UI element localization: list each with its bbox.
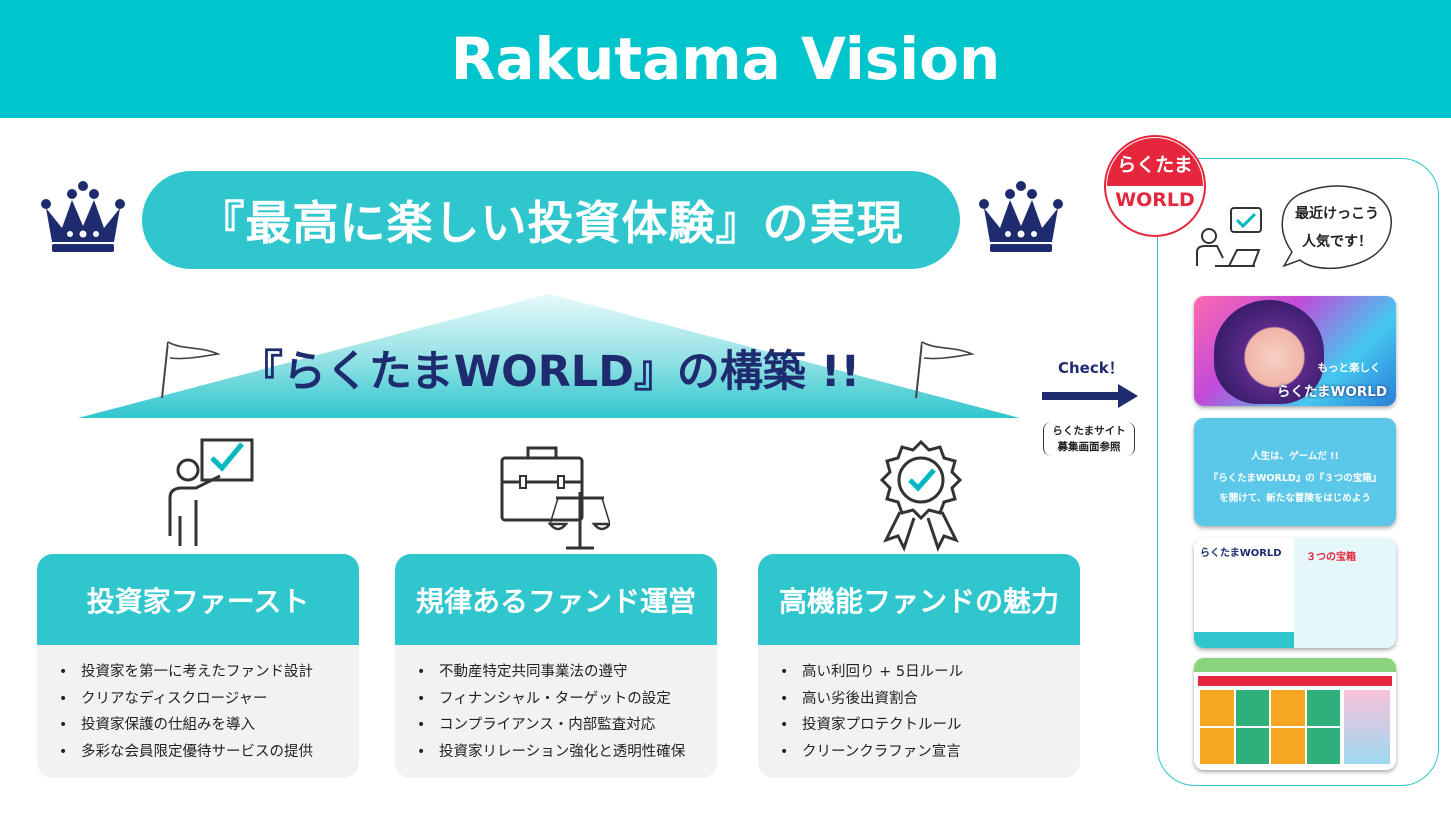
list-item: コンプライアンス・内部監査対応	[417, 712, 717, 739]
bubble-line: 人気です！	[1302, 234, 1372, 250]
promo-line: を開けて、新たな冒険をはじめよう	[1219, 493, 1371, 504]
pillar-card: 高機能ファンドの魅力 高い利回り + 5日ルール 高い劣後出資割合 投資家プロテ…	[758, 554, 1080, 778]
list-item: フィナンシャル・ターゲットの設定	[417, 686, 717, 713]
promo-header-bar	[1194, 658, 1396, 672]
vision-banner: 『最高に楽しい投資体験』の実現	[142, 171, 960, 269]
anime-girl-illustration	[1214, 300, 1324, 404]
speech-bubble	[1281, 185, 1392, 270]
promo-card[interactable]	[1194, 658, 1396, 770]
promo-card[interactable]: らくたまWORLD ３つの宝箱	[1194, 538, 1396, 648]
pillar-list: 高い利回り + 5日ルール 高い劣後出資割合 投資家プロテクトルール クリーンク…	[758, 645, 1080, 765]
promo-stripe	[1194, 632, 1294, 648]
benefit-tile	[1235, 728, 1269, 764]
arrow-right-icon	[1042, 384, 1138, 408]
pillar-title: 投資家ファースト	[37, 554, 359, 645]
promo-subtitle: もっと楽しく	[1317, 362, 1381, 374]
list-item: クリーンクラファン宣言	[780, 739, 1080, 766]
list-item: 投資家プロテクトルール	[780, 712, 1080, 739]
flag-icon	[915, 341, 975, 399]
check-label: Check！	[1058, 359, 1124, 377]
benefit-tile	[1200, 728, 1234, 764]
award-badge-icon	[879, 439, 963, 552]
person-checkmark-icon	[168, 438, 254, 546]
bubble-line: 最近けっこう	[1295, 206, 1379, 222]
logo-top-text: らくたま	[1107, 138, 1203, 186]
pillar-title: 規律あるファンド運営	[395, 554, 717, 645]
site-note-line: らくたまサイト	[1052, 425, 1126, 437]
benefit-tile	[1306, 690, 1340, 726]
bubble-text: 最近けっこう 人気です！	[1278, 200, 1396, 256]
promo-line: 『らくたまWORLD』の『３つの宝箱』	[1208, 473, 1382, 484]
mountain-shape	[78, 294, 1020, 418]
logo-bottom-text: WORLD	[1115, 189, 1195, 211]
promo-right-title: ３つの宝箱	[1306, 552, 1356, 563]
benefit-tile	[1271, 690, 1305, 726]
list-item: 高い利回り + 5日ルール	[780, 659, 1080, 686]
promo-left	[1194, 538, 1294, 648]
list-item: 多彩な会員限定優待サービスの提供	[59, 739, 359, 766]
promo-right	[1294, 538, 1396, 648]
benefit-tile	[1200, 690, 1234, 726]
flag-icon	[161, 341, 221, 399]
promo-title: らくたまWORLD	[1200, 548, 1282, 559]
pillar-title: 高機能ファンドの魅力	[758, 554, 1080, 645]
anime-illustration	[1344, 690, 1390, 764]
benefit-tile	[1271, 728, 1305, 764]
list-item: 高い劣後出資割合	[780, 686, 1080, 713]
header-bar: Rakutama Vision	[0, 0, 1451, 118]
promo-title: らくたまWORLD	[1276, 384, 1388, 400]
list-item: クリアなディスクロージャー	[59, 686, 359, 713]
pillar-card: 投資家ファースト 投資家を第一に考えたファンド設計 クリアなディスクロージャー …	[37, 554, 359, 778]
rakutama-world-logo: らくたま WORLD	[1104, 135, 1206, 237]
site-note-line: 募集画面参照	[1057, 441, 1121, 453]
benefit-tile	[1235, 690, 1269, 726]
list-item: 投資家を第一に考えたファンド設計	[59, 659, 359, 686]
crown-icon	[979, 181, 1063, 252]
world-title: 『らくたまWORLD』の構築 !!	[240, 347, 861, 397]
list-item: 投資家保護の仕組みを導入	[59, 712, 359, 739]
person-laptop-icon	[1196, 207, 1262, 267]
promo-line: 人生は、ゲームだ !!	[1251, 451, 1339, 462]
list-item: 不動産特定共同事業法の遵守	[417, 659, 717, 686]
list-item: 投資家リレーション強化と透明性確保	[417, 739, 717, 766]
pillar-list: 投資家を第一に考えたファンド設計 クリアなディスクロージャー 投資家保護の仕組み…	[37, 645, 359, 765]
pillar-card: 規律あるファンド運営 不動産特定共同事業法の遵守 フィナンシャル・ターゲットの設…	[395, 554, 717, 778]
page-title: Rakutama Vision	[450, 25, 1001, 93]
benefit-tile	[1306, 728, 1340, 764]
benefit-grid	[1200, 690, 1340, 764]
site-note: らくたまサイト 募集画面参照	[1043, 422, 1135, 456]
crown-icon	[41, 181, 125, 252]
side-panel	[1157, 158, 1439, 786]
briefcase-scale-icon	[500, 446, 610, 550]
promo-red-bar	[1198, 676, 1392, 686]
pillar-list: 不動産特定共同事業法の遵守 フィナンシャル・ターゲットの設定 コンプライアンス・…	[395, 645, 717, 765]
vision-text: 『最高に楽しい投資体験』の実現	[198, 196, 904, 250]
promo-card[interactable]: 人生は、ゲームだ !! 『らくたまWORLD』の『３つの宝箱』 を開けて、新たな…	[1194, 418, 1396, 526]
promo-card[interactable]: もっと楽しく らくたまWORLD	[1194, 296, 1396, 406]
